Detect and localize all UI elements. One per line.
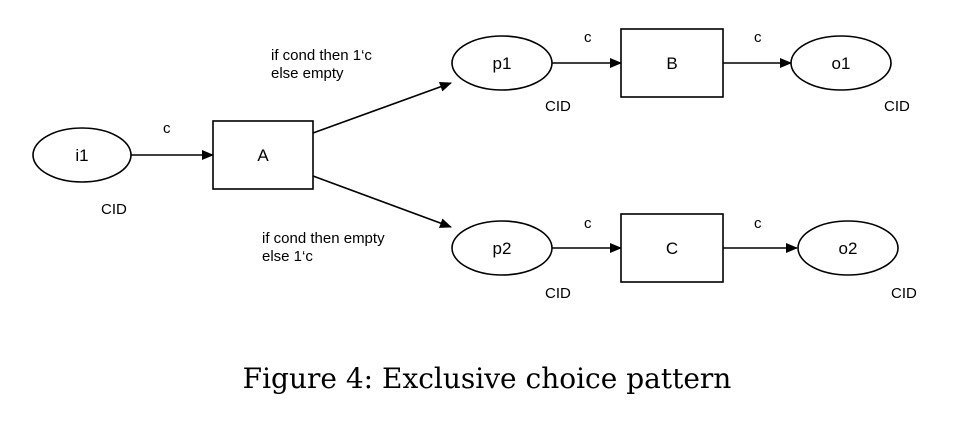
- arc-p1-B-inscription: c: [584, 29, 592, 46]
- place-p2: p2: [451, 220, 553, 276]
- place-p2-type: CID: [545, 285, 571, 302]
- transition-B: B: [620, 28, 724, 98]
- place-p1-label: p1: [493, 54, 512, 73]
- transition-A-label: A: [257, 146, 269, 165]
- place-o2-label: o2: [839, 239, 858, 258]
- arc-A-p2-inscription-line2: else 1‘c: [262, 248, 313, 265]
- place-i1-type: CID: [101, 201, 127, 218]
- place-p2-label: p2: [493, 239, 512, 258]
- place-o1: o1: [790, 35, 892, 91]
- arc-B-o1-inscription: c: [754, 29, 762, 46]
- arc-p2-C-inscription: c: [584, 215, 592, 232]
- place-p1: p1: [451, 35, 553, 91]
- transition-A: A: [212, 120, 314, 190]
- arc-i1-A-inscription: c: [163, 120, 171, 137]
- transition-C: C: [620, 213, 724, 283]
- arc-A-to-p2: [312, 175, 452, 228]
- place-p1-type: CID: [545, 98, 571, 115]
- figure-caption: Figure 4: Exclusive choice pattern: [243, 362, 732, 395]
- place-i1-label: i1: [75, 146, 88, 165]
- place-o2: o2: [797, 220, 899, 276]
- place-i1: i1: [32, 127, 132, 183]
- transition-B-label: B: [666, 54, 677, 73]
- arc-A-p2-inscription-line1: if cond then empty: [262, 230, 385, 247]
- arc-A-to-p1: [312, 82, 452, 134]
- arc-C-o2-inscription: c: [754, 215, 762, 232]
- place-o2-type: CID: [891, 285, 917, 302]
- place-o1-label: o1: [832, 54, 851, 73]
- arc-A-p1-inscription-line1: if cond then 1‘c: [271, 47, 372, 64]
- arc-A-p1-inscription-line2: else empty: [271, 65, 344, 82]
- transition-C-label: C: [666, 239, 678, 258]
- place-o1-type: CID: [884, 98, 910, 115]
